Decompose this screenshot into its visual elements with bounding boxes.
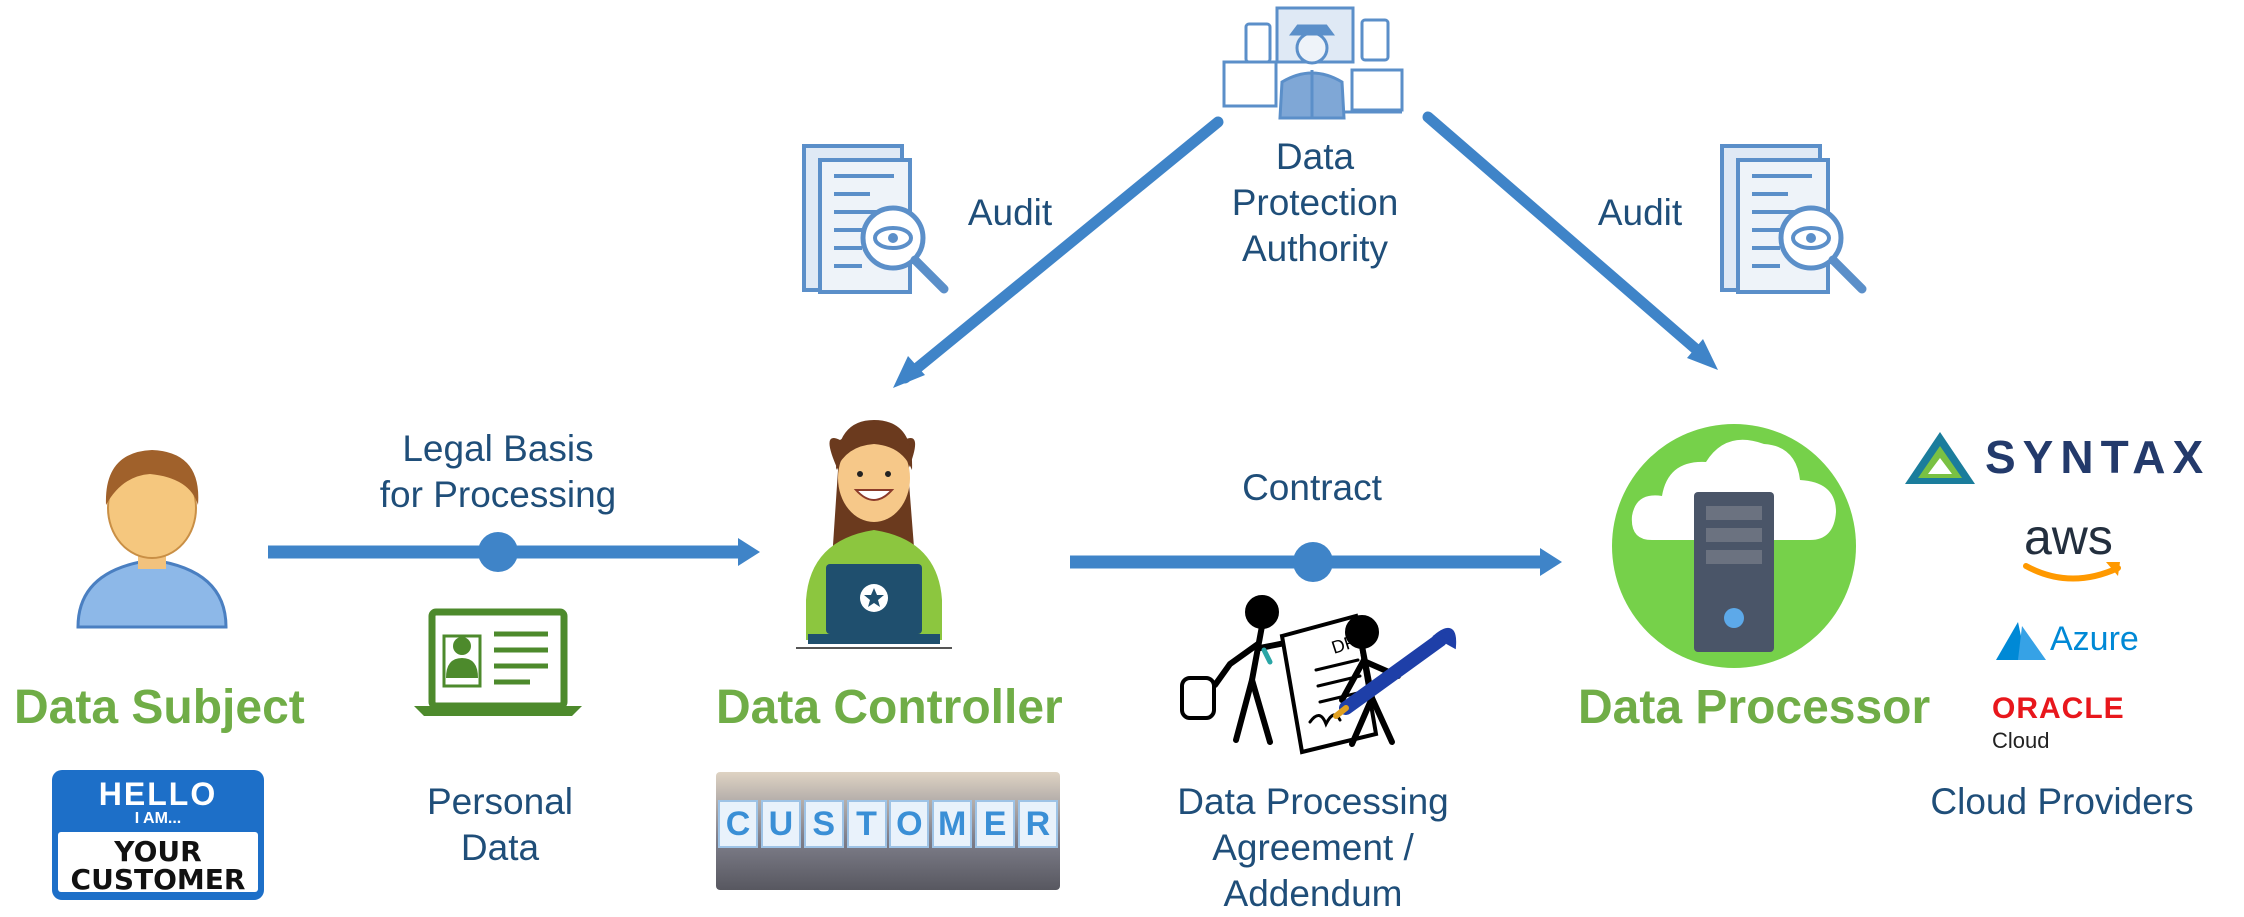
data-controller-person-icon bbox=[796, 420, 952, 649]
dpa-signing-illustration bbox=[1180, 595, 1457, 755]
audit-arrow-to-processor bbox=[1422, 111, 1718, 370]
azure-logo-icon bbox=[1996, 622, 2046, 660]
badge-hello: HELLO bbox=[98, 776, 218, 812]
audit-document-icon-left bbox=[802, 144, 949, 294]
data-controller-title: Data Controller bbox=[716, 681, 1063, 734]
oracle-logo-text: ORACLE bbox=[1992, 692, 2125, 725]
customer-letter: T bbox=[846, 800, 887, 848]
customer-letter: C bbox=[718, 800, 758, 848]
syntax-logo-text: SYNTAX bbox=[1985, 431, 2211, 483]
audit-document-icon-right bbox=[1720, 144, 1867, 294]
aws-logo-text: aws bbox=[2024, 509, 2113, 565]
customer-letter: U bbox=[760, 800, 801, 848]
aws-arrow-icon bbox=[2106, 562, 2120, 576]
contract-label: Contract bbox=[1242, 467, 1382, 508]
dpa-caption: Data Processing Agreement / Addendum bbox=[1177, 781, 1449, 914]
customer-letter: M bbox=[932, 800, 973, 848]
customer-letter: R bbox=[1017, 800, 1058, 848]
badge-card: YOUR CUSTOMER bbox=[58, 832, 258, 896]
badge-your: YOUR bbox=[114, 835, 202, 868]
oracle-cloud-text: Cloud bbox=[1992, 728, 2050, 753]
data-processor-server-icon bbox=[1612, 424, 1856, 668]
cloud-providers-caption: Cloud Providers bbox=[1930, 781, 2194, 822]
data-processor-title: Data Processor bbox=[1578, 681, 1931, 734]
customer-letter: E bbox=[975, 800, 1016, 848]
personal-data-label: Personal Data bbox=[426, 781, 574, 868]
badge-i-am: I AM... bbox=[134, 810, 182, 827]
customer-letter: S bbox=[803, 800, 844, 848]
aws-smile-icon bbox=[2023, 563, 2121, 582]
customer-letter-cards: C U S T O M E R bbox=[718, 800, 1058, 848]
badge-customer: CUSTOMER bbox=[70, 863, 246, 896]
audit-label-left: Audit bbox=[967, 192, 1053, 233]
azure-logo-text: Azure bbox=[2050, 620, 2139, 658]
legal-basis-arrow bbox=[268, 532, 760, 572]
syntax-logo-icon bbox=[1905, 432, 1975, 484]
authority-officer-icon bbox=[1222, 6, 1404, 120]
personal-data-laptop-icon bbox=[414, 608, 582, 716]
customer-letter: O bbox=[889, 800, 930, 848]
legal-basis-label: Legal Basis for Processing bbox=[379, 428, 617, 515]
audit-arrow-to-controller bbox=[893, 116, 1224, 388]
contract-arrow bbox=[1070, 542, 1562, 582]
data-subject-title: Data Subject bbox=[14, 681, 305, 734]
authority-label: Data Protection Authority bbox=[1231, 136, 1399, 269]
audit-label-right: Audit bbox=[1597, 192, 1683, 233]
data-subject-avatar-icon bbox=[76, 450, 228, 629]
hello-name-badge: HELLO I AM... YOUR CUSTOMER bbox=[52, 770, 264, 900]
